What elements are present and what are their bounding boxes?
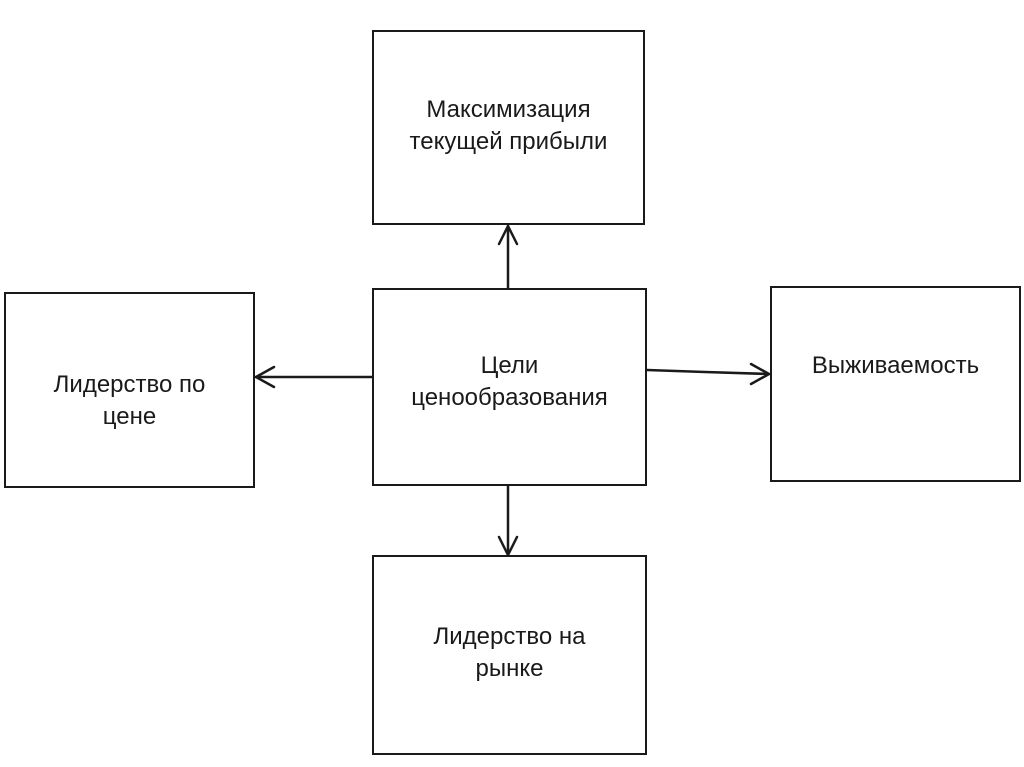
goal-label-max-profit: Максимизация текущей прибыли bbox=[409, 96, 608, 155]
goal-box-survival: Выживаемость bbox=[770, 286, 1021, 482]
goal-label-survival: Выживаемость bbox=[811, 352, 980, 379]
goal-box-price-leadership: Лидерство по цене bbox=[4, 292, 255, 488]
goal-label-price-leadership: Лидерство по цене bbox=[53, 371, 206, 430]
goal-label-market-leadership: Лидерство на рынке bbox=[433, 623, 586, 682]
arrow-to-left-head bbox=[254, 365, 276, 389]
arrow-to-top-head bbox=[497, 224, 519, 246]
goal-box-max-profit: Максимизация текущей прибыли bbox=[372, 30, 645, 225]
arrow-to-right-head bbox=[749, 362, 771, 386]
central-label-pricing-goals: Цели ценообразования bbox=[411, 352, 608, 411]
goal-box-market-leadership: Лидерство на рынке bbox=[372, 555, 647, 755]
central-box-pricing-goals: Цели ценообразования bbox=[372, 288, 647, 486]
arrow-to-bottom-head bbox=[497, 535, 519, 557]
arrow-to-right-shaft bbox=[645, 368, 771, 376]
